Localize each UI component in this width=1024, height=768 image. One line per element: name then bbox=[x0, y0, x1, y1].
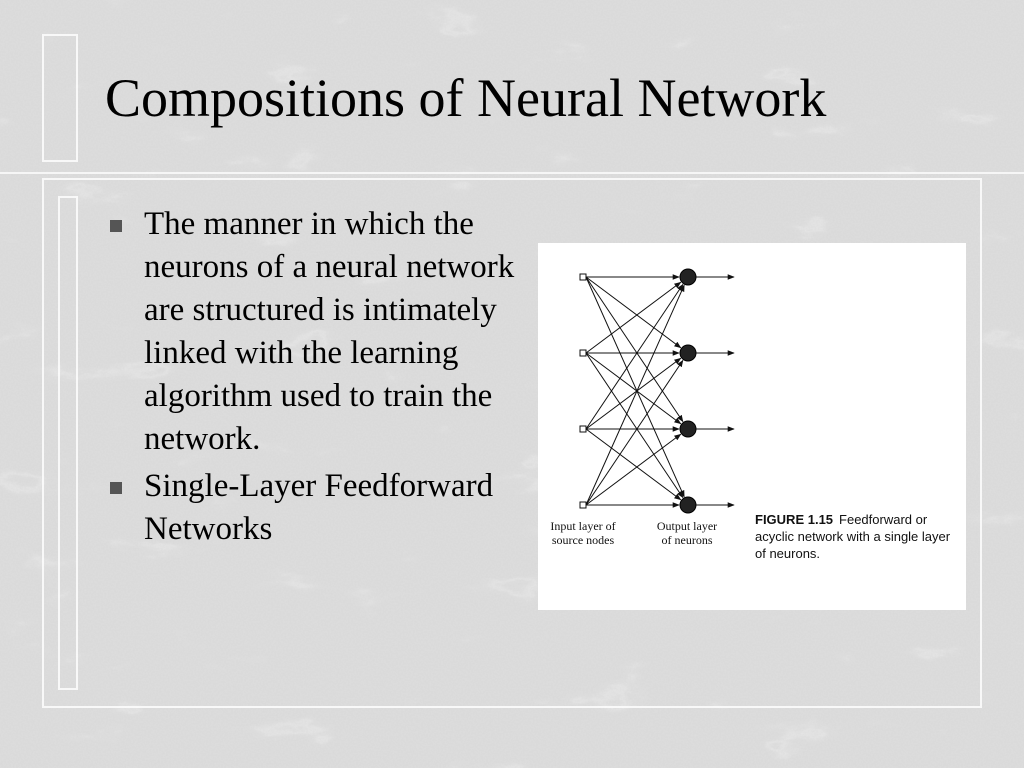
slide-title: Compositions of Neural Network bbox=[105, 68, 827, 128]
connection-arrow bbox=[585, 428, 682, 501]
connection-arrow bbox=[585, 276, 682, 349]
source-node bbox=[579, 425, 587, 433]
bullet-list: The manner in which the neurons of a neu… bbox=[108, 203, 518, 555]
connection-arrow bbox=[585, 284, 685, 506]
feedforward-network-diagram bbox=[579, 268, 735, 514]
connection-arrow bbox=[585, 283, 684, 430]
network-figure: Input layer of source nodes Output layer… bbox=[538, 243, 966, 610]
connection-arrow bbox=[585, 359, 684, 506]
connection-arrow bbox=[585, 276, 685, 498]
output-neuron bbox=[679, 344, 697, 362]
bullet-text: The manner in which the neurons of a neu… bbox=[144, 206, 515, 457]
source-node bbox=[579, 349, 587, 357]
output-neuron bbox=[679, 420, 697, 438]
content-frame-box bbox=[42, 178, 982, 708]
bullet-item: Single-Layer Feedforward Networks bbox=[108, 465, 518, 551]
connection-arrow bbox=[585, 357, 682, 430]
output-layer-label: Output layer of neurons bbox=[656, 519, 718, 547]
title-frame-box bbox=[42, 34, 78, 162]
horizontal-rule-top bbox=[0, 172, 1024, 174]
source-node bbox=[579, 273, 587, 281]
connection-arrow bbox=[585, 281, 682, 354]
square-bullet-icon bbox=[110, 482, 122, 494]
figure-caption-text: Feedforward or acyclic network with a si… bbox=[755, 512, 951, 561]
square-bullet-icon bbox=[110, 220, 122, 232]
input-layer-label: Input layer of source nodes bbox=[550, 519, 616, 547]
connection-arrow bbox=[585, 352, 682, 425]
content-side-box bbox=[58, 196, 78, 690]
connection-arrow bbox=[585, 352, 684, 499]
connection-arrow bbox=[585, 433, 682, 506]
figure-number: FIGURE 1.15 bbox=[755, 512, 834, 527]
connection-arrow bbox=[585, 276, 684, 423]
source-node bbox=[579, 501, 587, 509]
bullet-item: The manner in which the neurons of a neu… bbox=[108, 203, 518, 461]
output-neuron bbox=[679, 496, 697, 514]
output-neuron bbox=[679, 268, 697, 286]
bullet-text: Single-Layer Feedforward Networks bbox=[144, 468, 494, 547]
